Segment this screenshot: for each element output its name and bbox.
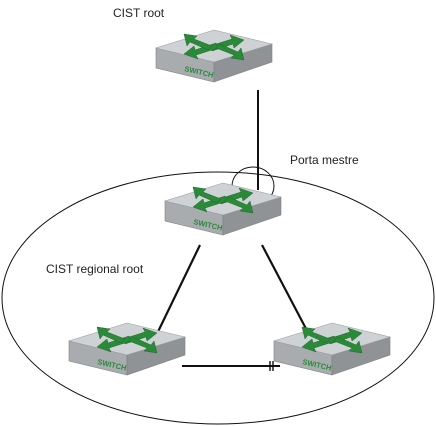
blocked-port-marker bbox=[269, 361, 274, 371]
link-regional-to-bottom-left bbox=[152, 244, 201, 343]
cist-regional-root-label: CIST regional root bbox=[46, 262, 144, 276]
cist-root-label: CIST root bbox=[113, 6, 165, 20]
regional-root-switch: SWITCH bbox=[163, 182, 283, 236]
bottom-right-switch: SWITCH bbox=[272, 322, 392, 376]
network-switch-icon: SWITCH bbox=[67, 322, 187, 376]
mst-region-boundary bbox=[1, 171, 435, 425]
network-switch-icon: SWITCH bbox=[163, 182, 283, 236]
network-switch-icon: SWITCH bbox=[154, 29, 274, 83]
network-switch-icon: SWITCH bbox=[272, 322, 392, 376]
master-port-label: Porta mestre bbox=[290, 153, 359, 167]
bottom-left-switch: SWITCH bbox=[67, 322, 187, 376]
cist-root-switch: SWITCH bbox=[154, 29, 274, 83]
link-regional-to-bottom-right bbox=[261, 244, 314, 343]
